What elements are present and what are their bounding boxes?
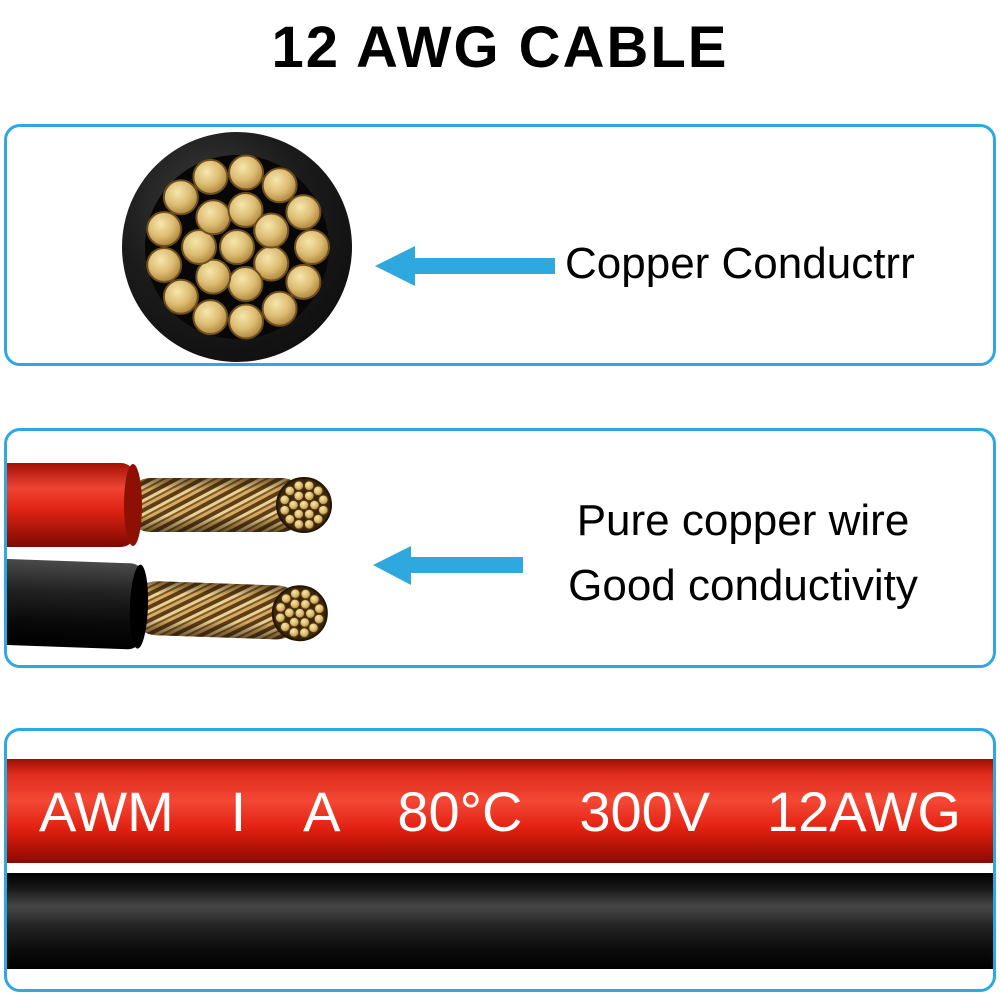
print-token: A (303, 779, 341, 843)
print-token: 12AWG (767, 779, 961, 843)
red-cable-jacket (7, 463, 135, 547)
cable-cross-section-illustration (122, 132, 352, 362)
print-panel: AWM I A 80°C 300V 12AWG (4, 728, 996, 992)
black-tip-strand-dots (275, 588, 325, 639)
copper-conductor-label: Copper Conductrr (565, 239, 915, 288)
left-arrow-icon (373, 546, 523, 585)
red-cable-print-band: AWM I A 80°C 300V 12AWG (7, 759, 993, 863)
copper-strand-dots (146, 154, 330, 340)
cross-section-panel: Copper Conductrr (4, 124, 996, 366)
pure-copper-label: Pure copper wire Good conductivity (507, 488, 979, 618)
wire-panel: Pure copper wire Good conductivity (4, 428, 996, 668)
print-token: 80°C (397, 779, 523, 843)
red-tip-strand-dots (279, 480, 329, 530)
stripped-cables-illustration (7, 463, 332, 650)
left-arrow-icon (375, 246, 555, 286)
print-token: 300V (579, 779, 711, 843)
black-cable-stripped (7, 559, 328, 650)
black-cable-band (7, 873, 993, 969)
red-cable-stripped (7, 463, 332, 547)
black-cable-jacket (7, 559, 144, 650)
print-token: I (230, 779, 247, 843)
page-title: 12 AWG CABLE (271, 15, 729, 80)
pure-copper-line1: Pure copper wire (576, 496, 910, 545)
print-token: AWM (39, 779, 174, 843)
pure-copper-line2: Good conductivity (568, 561, 918, 610)
